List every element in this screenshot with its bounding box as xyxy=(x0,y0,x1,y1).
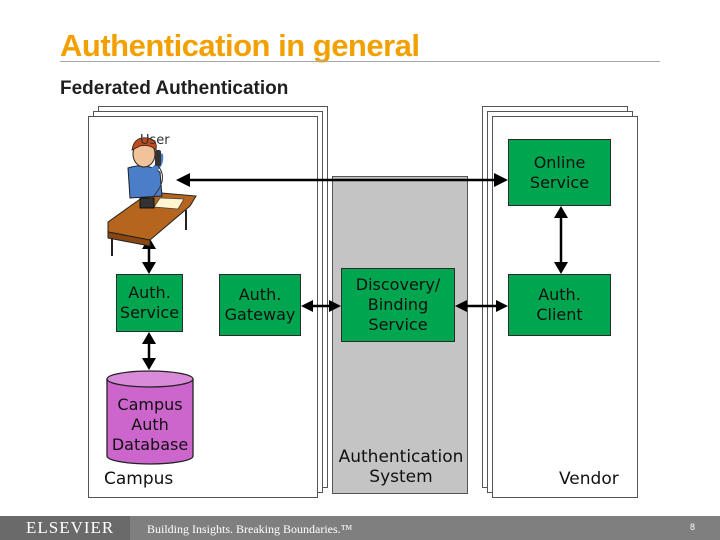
online-service-node: Online Service xyxy=(508,139,611,206)
slide-title: Authentication in general xyxy=(60,28,420,63)
discovery-binding-label: Discovery/ Binding Service xyxy=(355,275,441,334)
discovery-binding-node: Discovery/ Binding Service xyxy=(341,268,455,342)
gateway-discovery-arrow xyxy=(301,300,341,312)
online-service-label: Online Service xyxy=(529,152,590,192)
footer-logo-panel xyxy=(0,516,130,540)
campus-db-label: Campus Auth Database xyxy=(111,395,189,454)
vendor-label: Vendor xyxy=(559,469,619,489)
campus-label: Campus xyxy=(104,469,174,489)
auth-client-label: Auth. Client xyxy=(536,285,583,324)
online-client-arrow xyxy=(554,206,568,274)
title-divider xyxy=(60,61,660,62)
user-online-arrow xyxy=(176,173,508,187)
auth-gateway-node: Auth. Gateway xyxy=(219,274,301,336)
campus-db-node: Campus Auth Database xyxy=(105,390,195,460)
auth-client-node: Auth. Client xyxy=(508,274,611,336)
authservice-db-arrow xyxy=(142,332,156,370)
authentication-system-label: Authentication System xyxy=(338,447,464,487)
auth-gateway-label: Auth. Gateway xyxy=(224,285,296,324)
slide-subtitle: Federated Authentication xyxy=(60,78,289,99)
user-desk-illustration xyxy=(107,137,197,256)
page-number: 8 xyxy=(690,522,696,532)
elsevier-logo: ELSEVIER xyxy=(26,518,115,537)
discovery-client-arrow xyxy=(455,300,508,312)
auth-service-label: Auth. Service xyxy=(119,283,180,322)
footer-tagline: Building Insights. Breaking Boundaries.™ xyxy=(147,522,353,536)
user-label: User xyxy=(140,133,170,148)
auth-service-node: Auth. Service xyxy=(116,274,183,332)
